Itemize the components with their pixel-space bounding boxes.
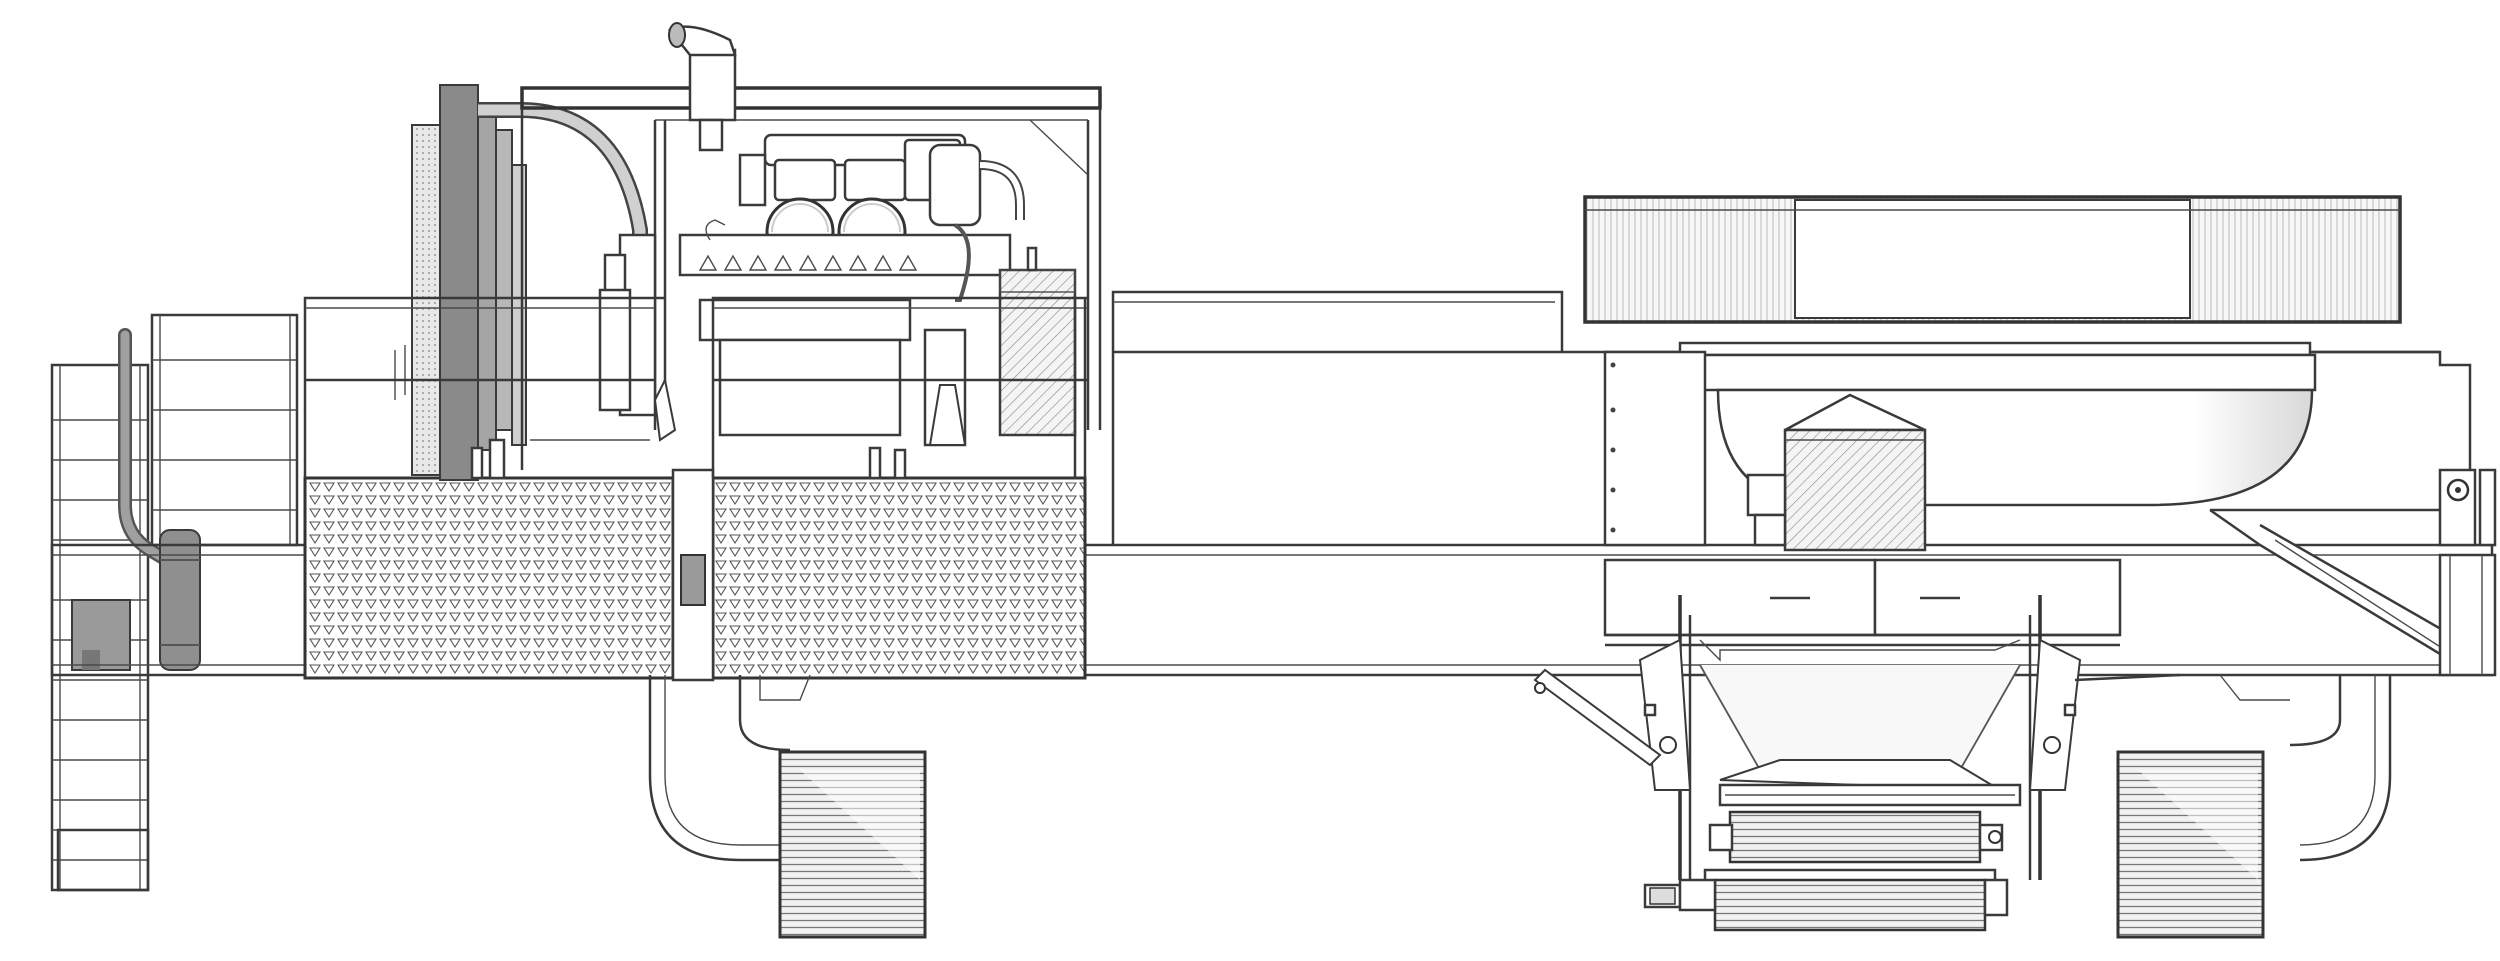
rotor-drum-housing (1716, 388, 2314, 552)
feed-hopper-top (1583, 195, 2402, 324)
crawler-track-left (778, 750, 927, 939)
access-stair-left (50, 363, 150, 892)
side-bracket-panel (1603, 350, 1707, 547)
track-leg-right (2219, 674, 2392, 862)
deck-handrail (303, 296, 1088, 478)
hydraulic-tank-left-section (303, 476, 675, 680)
engine-exhaust-stack (668, 22, 737, 152)
lower-belly-panels (1603, 558, 2122, 647)
engine-mounts (394, 345, 907, 480)
coolant-hose (478, 102, 648, 265)
track-leg-left (648, 674, 811, 862)
discharge-conveyor-deck (2209, 350, 2497, 677)
hopper-collar (1678, 341, 2317, 392)
center-column-divider (671, 468, 715, 682)
hydraulic-tank-right-section (711, 476, 1087, 680)
crawler-track-right (2116, 750, 2265, 939)
roller-lower (1643, 868, 2009, 932)
upper-platform-railing-left (150, 313, 299, 547)
radiator-assembly (411, 84, 527, 481)
roller-upper (1708, 810, 2004, 864)
exhaust-stack-pipe (118, 328, 201, 671)
diesel-engine (598, 133, 1077, 447)
discharge-chute-frame (1533, 595, 2181, 880)
